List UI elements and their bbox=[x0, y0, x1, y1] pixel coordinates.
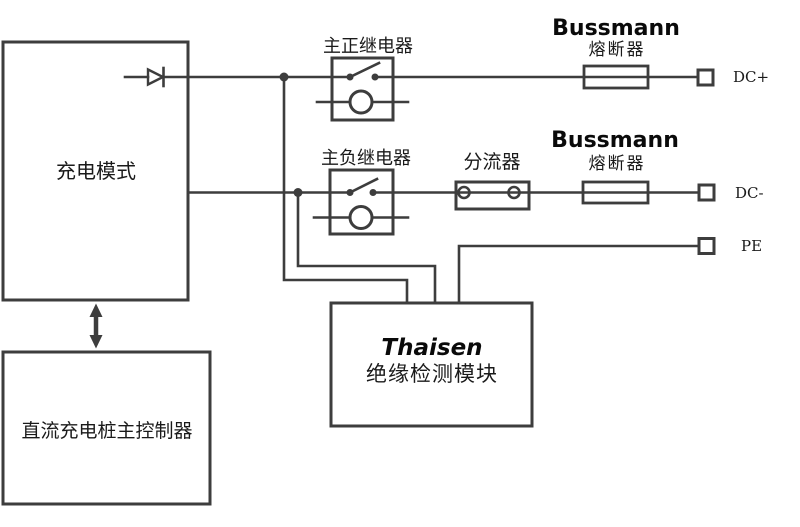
charge-mode-label: 充电模式 bbox=[56, 159, 136, 183]
terminal-dc-minus-label: DC- bbox=[735, 184, 764, 202]
dc-plus-sense-wire bbox=[282, 75, 409, 305]
fuse-dc-plus-brand: Bussmann bbox=[552, 16, 680, 41]
junction-dot-icon bbox=[279, 72, 289, 82]
diode-icon bbox=[146, 67, 166, 87]
relay-contact-icon bbox=[371, 73, 379, 81]
main-controller-box bbox=[1, 350, 212, 506]
fuse-dc-minus-icon bbox=[581, 180, 650, 205]
relay-negative-box bbox=[328, 168, 395, 236]
relay-switch-blade-icon bbox=[348, 177, 379, 195]
terminal-square-dc-minus-icon bbox=[697, 183, 716, 202]
fuse-dc-plus-icon bbox=[582, 64, 650, 90]
terminal-pe-label: PE bbox=[741, 237, 763, 255]
insulation-module-label: 绝缘检测模块 bbox=[366, 362, 498, 386]
fuse-dc-minus-label: 熔断器 bbox=[588, 154, 646, 174]
fuse-dc-minus-brand: Bussmann bbox=[551, 128, 679, 153]
insulation-module-brand: Thaisen bbox=[381, 335, 483, 361]
pe-wire bbox=[457, 244, 701, 305]
terminal-dc-plus-label: DC+ bbox=[733, 68, 770, 86]
relay-positive-box bbox=[330, 56, 395, 122]
insulation-module-box bbox=[329, 301, 534, 428]
charge-mode-box bbox=[1, 40, 190, 302]
terminal-square-dc-plus-icon bbox=[696, 68, 715, 87]
dc-minus-sense-wire bbox=[296, 191, 437, 305]
relay-switch-blade-icon bbox=[348, 61, 381, 79]
junction-dot-icon bbox=[293, 188, 303, 197]
fuse-dc-plus-label: 熔断器 bbox=[588, 40, 646, 60]
relay-positive-label: 主正继电器 bbox=[323, 36, 413, 57]
arrow-down-head-icon bbox=[89, 335, 103, 349]
shunt-label: 分流器 bbox=[463, 151, 521, 173]
arrow-up-head-icon bbox=[89, 303, 103, 317]
relay-coil-icon bbox=[348, 89, 374, 115]
terminal-square-pe-icon bbox=[697, 237, 716, 255]
relay-coil-icon bbox=[348, 205, 374, 230]
main-controller-label: 直流充电桩主控制器 bbox=[21, 420, 193, 442]
relay-contact-icon bbox=[369, 189, 377, 196]
relay-negative-label: 主负继电器 bbox=[321, 148, 411, 169]
shunt-box bbox=[454, 180, 531, 211]
